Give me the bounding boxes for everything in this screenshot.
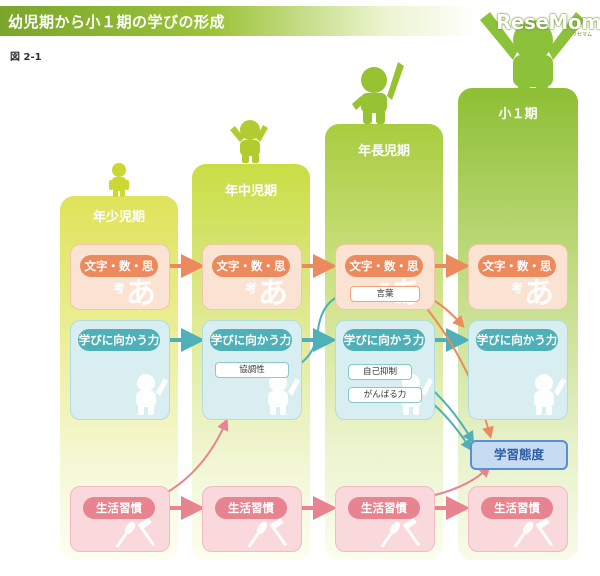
- child-figure-icon: [230, 120, 268, 163]
- hiragana-a-icon: あ: [258, 276, 288, 311]
- child-silhouette-icon: [534, 374, 566, 415]
- logo-subtext: リセマム: [572, 32, 593, 38]
- child-silhouette-icon: [268, 374, 300, 415]
- habits-pill-sho1: 生活習慣: [481, 497, 553, 519]
- column-label-sho1: 小１期: [498, 107, 538, 122]
- learning-pill-nensho: 学びに向かう力: [78, 329, 160, 351]
- column-label-nencho: 年長児期: [357, 144, 410, 159]
- figure-label: 図 2-1: [10, 52, 42, 63]
- fork-spoon-icon: [115, 517, 156, 548]
- learning-pill-sho1: 学びに向かう力: [476, 329, 558, 351]
- child-figure-icon: [352, 62, 404, 124]
- fork-spoon-icon: [380, 517, 421, 548]
- perseverance-label: がんばる力: [348, 387, 422, 403]
- habits-pill-nensho: 生活習慣: [83, 497, 155, 519]
- page-title: 幼児期から小１期の学びの形成: [8, 13, 226, 31]
- column-label-nensho: 年少児期: [92, 210, 145, 225]
- self-control-label: 自己抑制: [348, 364, 412, 380]
- svg-text:あ: あ: [258, 276, 288, 311]
- child-figure-icon: [109, 163, 129, 197]
- study-attitude-box: 学習態度: [470, 440, 568, 470]
- child-silhouette-icon: [136, 374, 168, 415]
- cooperation-label: 協調性: [215, 362, 289, 378]
- literacy-pill-sho1: 文字・数・思考: [478, 255, 556, 295]
- fork-spoon-icon: [247, 517, 288, 548]
- habits-pill-nencho: 生活習慣: [348, 497, 420, 519]
- literacy-pill-nencho: 文字・数・思考: [345, 255, 423, 295]
- title-bar: [0, 6, 480, 36]
- resemom-logo: ReseMom: [496, 10, 600, 34]
- hiragana-a-icon: あ: [126, 276, 156, 311]
- literacy-pill-nenchu: 文字・数・思考: [212, 255, 290, 295]
- column-label-nenchu: 年中児期: [224, 184, 277, 199]
- logo-mascot-icon: [480, 12, 585, 90]
- svg-text:あ: あ: [126, 276, 156, 311]
- arrow-habits-to-cooperation: [165, 418, 229, 494]
- svg-text:あ: あ: [524, 276, 554, 311]
- learning-pill-nencho: 学びに向かう力: [343, 329, 425, 351]
- literacy-pill-nensho: 文字・数・思考: [80, 255, 158, 295]
- learning-pill-nenchu: 学びに向かう力: [210, 329, 292, 351]
- words-label: 言葉: [350, 286, 420, 302]
- fork-spoon-icon: [513, 517, 554, 548]
- arrow-habits-to-study: [434, 465, 491, 496]
- hiragana-a-icon: あ: [524, 276, 554, 311]
- habits-pill-nenchu: 生活習慣: [215, 497, 287, 519]
